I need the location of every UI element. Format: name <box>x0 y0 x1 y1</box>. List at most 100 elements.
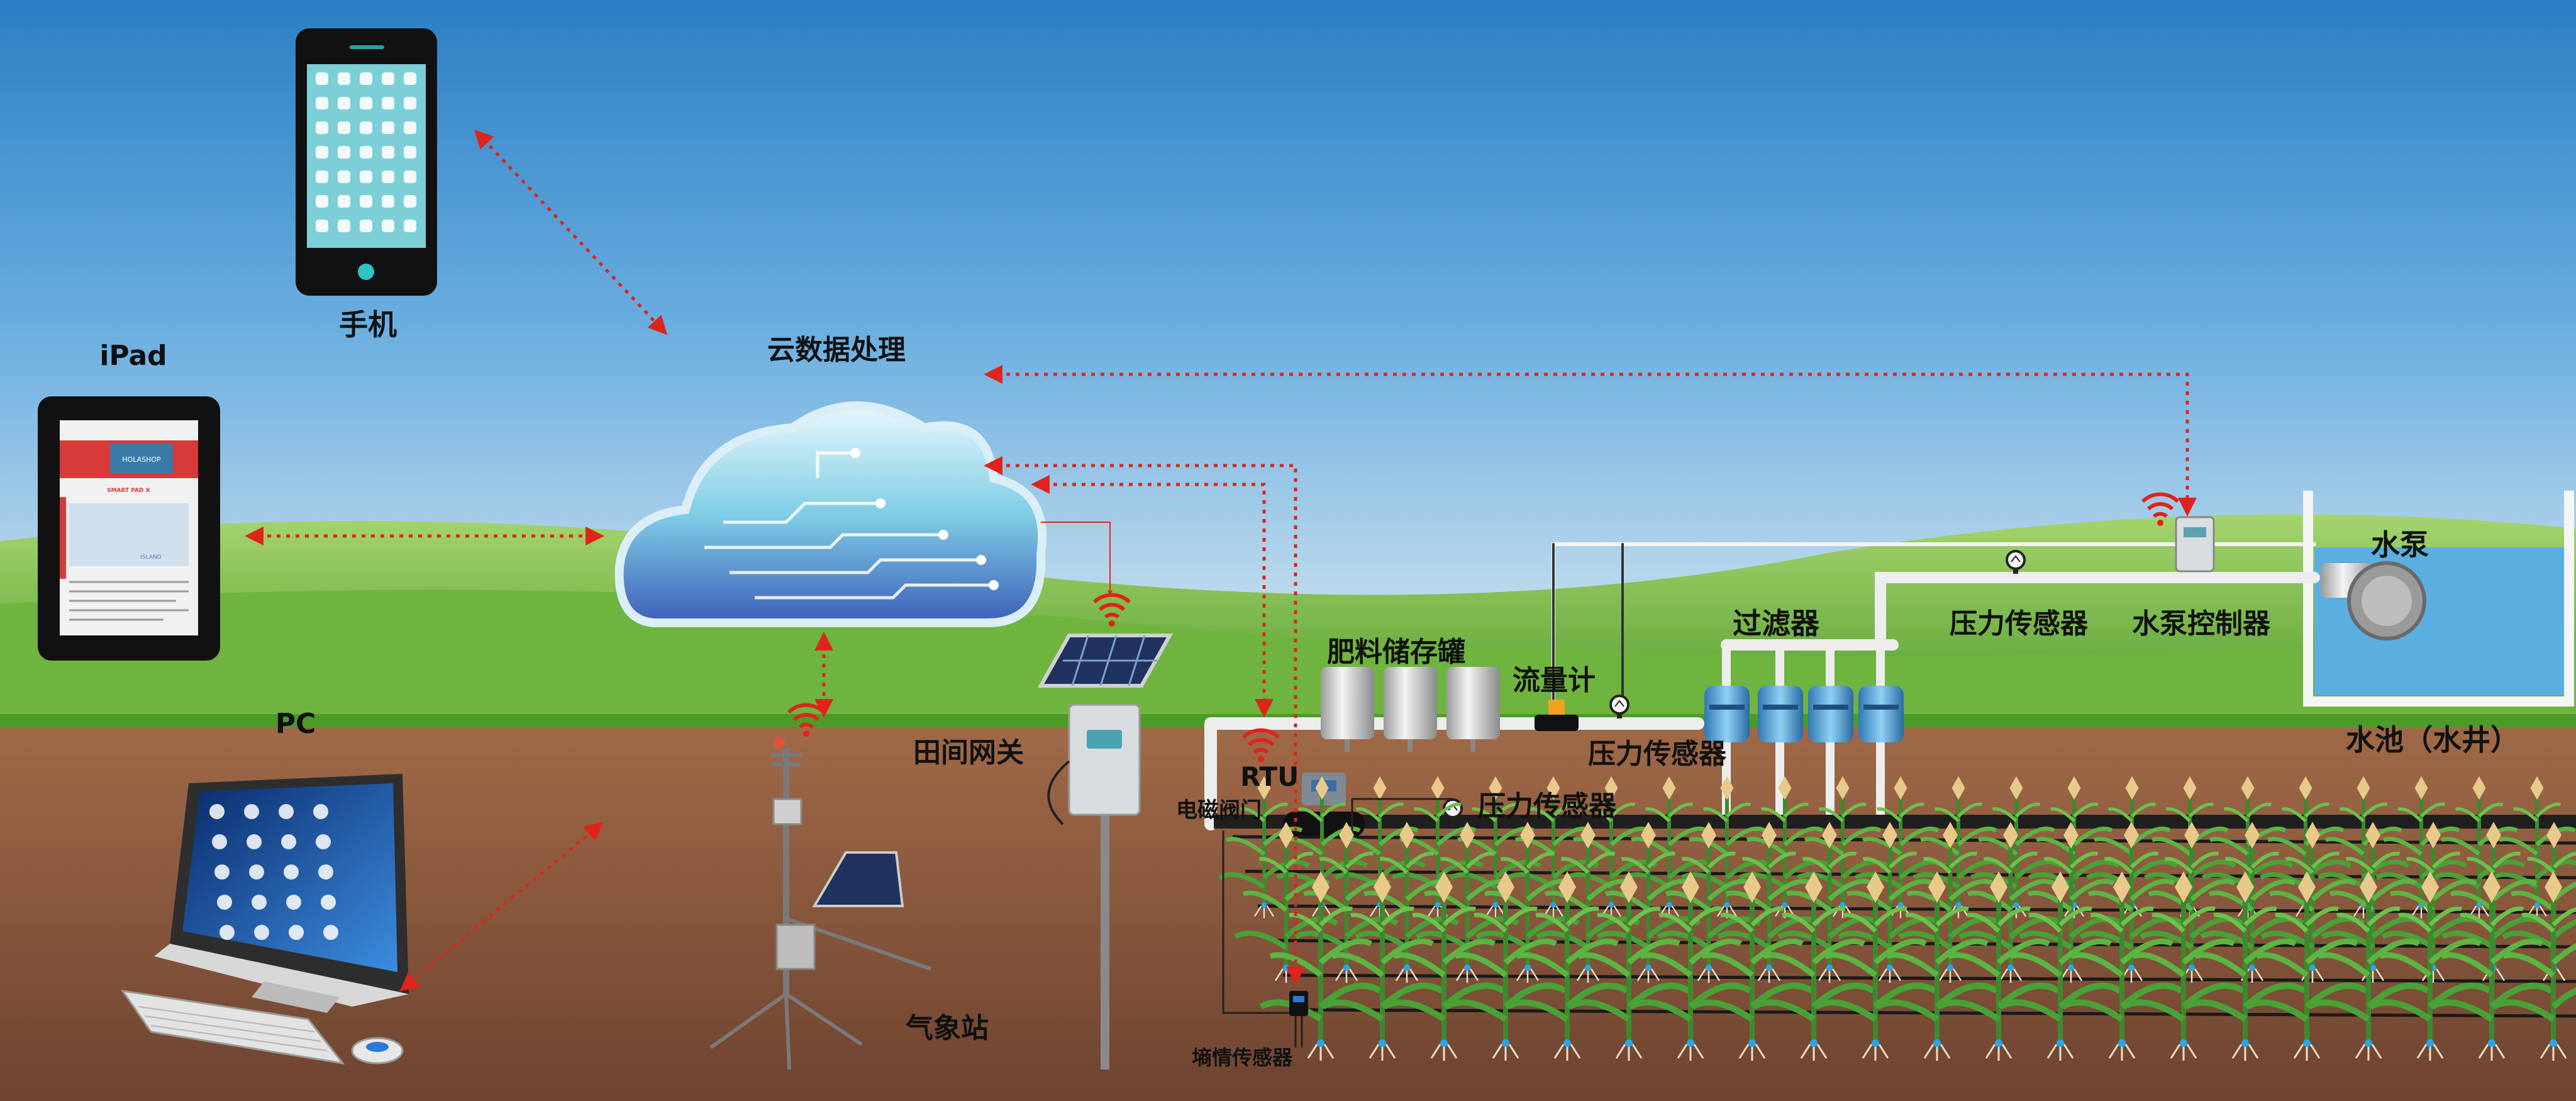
monitor-icon <box>120 774 409 1065</box>
desktop-icon <box>321 895 336 910</box>
phone-icon <box>296 28 437 296</box>
pool-label: 水池（水井） <box>2346 723 2519 757</box>
app-icon <box>360 72 372 85</box>
ipad-product: SMART PAD X <box>107 488 150 494</box>
filter-label: 过滤器 <box>1733 606 1819 640</box>
app-icon <box>360 195 372 208</box>
ipad-brand: HOLASHOP <box>122 455 161 464</box>
drip-line <box>1282 973 2576 983</box>
filter-icon <box>1704 686 1750 742</box>
app-icon <box>382 195 394 208</box>
arrow-cloud-gateway <box>1041 522 1113 596</box>
ipad-footer: ISLAND <box>140 554 161 561</box>
pump-icon <box>2321 561 2426 640</box>
cloud-label: 云数据处理 <box>767 334 906 366</box>
app-icon <box>338 220 350 232</box>
app-icon <box>338 170 350 183</box>
desktop-icon <box>279 804 294 819</box>
desktop-icon <box>316 834 331 849</box>
solenoid-valve-label: 电磁阀门 <box>1176 798 1262 823</box>
desktop-icon <box>209 804 225 819</box>
app-icon <box>360 170 372 183</box>
corn-field <box>1219 776 2576 1061</box>
app-icon <box>316 170 328 183</box>
app-icon <box>404 146 416 159</box>
desktop-icon <box>252 895 267 910</box>
app-icon <box>382 170 394 183</box>
desktop-icon <box>281 834 296 849</box>
desktop-icon <box>247 834 262 849</box>
filter-icon <box>1758 686 1803 742</box>
tank-icon <box>1321 667 1374 752</box>
tablet-icon: HOLASHOP SMART PAD X ISLAND <box>38 396 220 661</box>
app-icon <box>338 146 350 159</box>
fertilizer-tanks <box>1321 667 1500 752</box>
soil-sensor-label: 墒情传感器 <box>1192 1046 1293 1070</box>
weather-station-label: 气象站 <box>906 1012 989 1044</box>
filter-icon <box>1858 686 1904 742</box>
app-icon <box>382 72 394 85</box>
tank-icon <box>1384 667 1437 752</box>
app-icon <box>338 72 350 85</box>
app-icon <box>382 121 394 134</box>
desktop-icon <box>214 864 230 880</box>
app-icon <box>404 170 416 183</box>
desktop-icon <box>249 864 264 880</box>
desktop-icon <box>323 925 338 940</box>
app-icon <box>404 72 416 85</box>
tank-icon <box>1446 667 1500 752</box>
app-icon <box>404 220 416 232</box>
desktop-icon <box>219 925 235 940</box>
desktop-icon <box>289 925 304 940</box>
arrow-cloud-rtu <box>1031 475 1274 718</box>
app-icon <box>404 121 416 134</box>
drip-line <box>1257 904 2576 914</box>
flow-meter-icon <box>1535 700 1579 731</box>
soil-sensor-icon <box>1289 991 1308 1048</box>
app-icon <box>316 146 328 159</box>
arrow-phone-cloud <box>474 129 668 335</box>
app-icon <box>338 121 350 134</box>
connection-arrows <box>245 129 2197 992</box>
app-icon <box>360 220 372 232</box>
app-icon <box>338 97 350 109</box>
ipad-label: iPad <box>99 340 167 372</box>
desktop-icon <box>217 895 232 910</box>
pressure-sensor-main-label: 压力传感器 <box>1588 738 1726 770</box>
pc-label: PC <box>275 708 316 740</box>
desktop-icon <box>244 804 259 819</box>
rtu-label: RTU <box>1240 761 1299 792</box>
desktop-icon <box>286 895 301 910</box>
filter-icon <box>1808 686 1853 742</box>
app-icon <box>382 97 394 109</box>
desktop-icon <box>212 834 227 849</box>
field-gateway-label: 田间网关 <box>913 737 1024 769</box>
flow-meter-label: 流量计 <box>1513 664 1596 696</box>
pressure-sensor-pipe-label: 压力传感器 <box>1478 790 1616 822</box>
desktop-icon <box>254 925 269 940</box>
arrow-cloud-pumpctrl <box>984 365 2197 517</box>
app-icon <box>316 121 328 134</box>
filter-icons <box>1704 686 1904 742</box>
pressure-sensor-top-label: 压力传感器 <box>1950 608 2088 640</box>
app-icon <box>316 72 328 85</box>
app-icon <box>382 220 394 232</box>
app-icon <box>316 220 328 232</box>
desktop-icon <box>284 864 299 880</box>
app-icon <box>360 146 372 159</box>
weather-station-icon <box>709 735 931 1070</box>
arrow-cloud-soilsensor <box>984 456 1305 985</box>
desktop-icon <box>313 804 328 819</box>
app-icon <box>338 195 350 208</box>
app-icon <box>404 195 416 208</box>
app-icon <box>360 121 372 134</box>
pump-label: 水泵 <box>2371 528 2429 562</box>
app-icon <box>360 97 372 109</box>
app-icon <box>382 146 394 159</box>
pump-controller-label: 水泵控制器 <box>2132 608 2270 640</box>
app-icon <box>316 195 328 208</box>
app-icon <box>404 97 416 109</box>
valve-wire <box>1351 798 1453 830</box>
app-icon <box>316 97 328 109</box>
